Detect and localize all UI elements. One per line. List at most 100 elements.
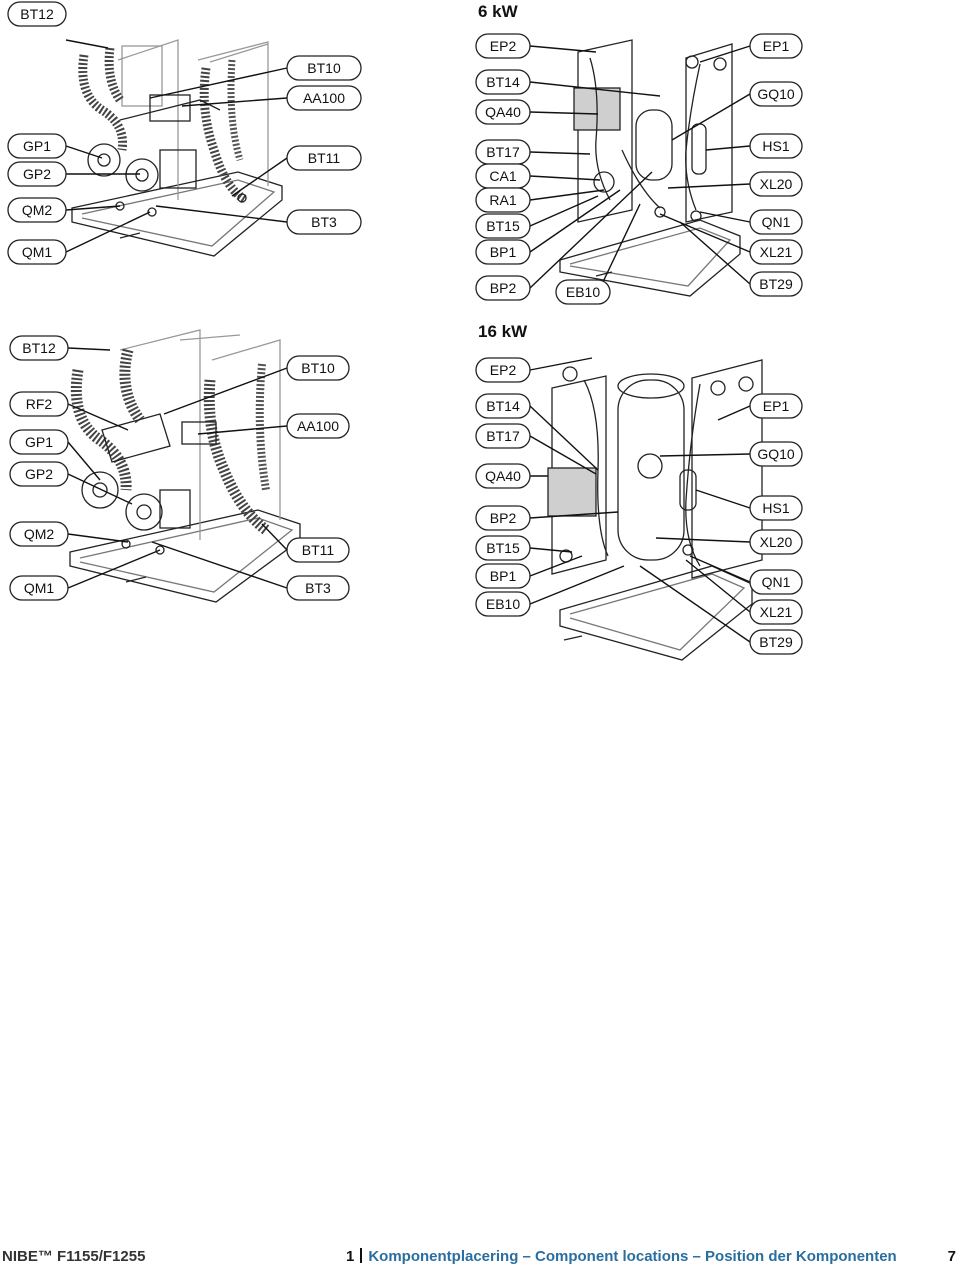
label-text: BT17 xyxy=(486,428,520,444)
label-text: EP1 xyxy=(763,398,790,414)
label-text: HS1 xyxy=(762,138,789,154)
label-text: XL20 xyxy=(760,176,793,192)
label-text: BT29 xyxy=(759,634,793,650)
label-text: CA1 xyxy=(489,168,516,184)
label-pill: BP1 xyxy=(475,563,531,589)
label-text: BT29 xyxy=(759,276,793,292)
label-text: BT10 xyxy=(307,60,341,76)
footer-divider xyxy=(360,1248,363,1263)
label-text: QN1 xyxy=(762,574,791,590)
label-text: QM1 xyxy=(22,244,53,260)
label-text: EB10 xyxy=(486,596,520,612)
label-pill: BP2 xyxy=(475,275,531,301)
label-text: BP1 xyxy=(490,244,517,260)
label-pill: EP1 xyxy=(749,33,803,59)
label-pill: RA1 xyxy=(475,187,531,213)
label-pill: BT17 xyxy=(475,139,531,165)
label-pill: QA40 xyxy=(475,463,531,489)
label-text: GQ10 xyxy=(757,86,795,102)
label-pill: HS1 xyxy=(749,133,803,159)
heading-6kw: 6 kW xyxy=(478,2,518,21)
label-text: QM2 xyxy=(24,526,55,542)
label-pill: GQ10 xyxy=(749,441,803,467)
label-pill: EP2 xyxy=(475,33,531,59)
label-text: RF2 xyxy=(26,396,53,412)
label-pill: AA100 xyxy=(286,85,362,111)
footer-chapter-title: Komponentplacering – Component locations… xyxy=(368,1248,897,1265)
label-text: BP1 xyxy=(490,568,517,584)
label-pill: EP2 xyxy=(475,357,531,383)
label-text: GP1 xyxy=(23,138,51,154)
label-text: GP2 xyxy=(25,466,53,482)
leader-lines xyxy=(65,39,751,643)
label-text: EB10 xyxy=(566,284,600,300)
label-text: BT12 xyxy=(22,340,56,356)
label-text: BT3 xyxy=(305,580,331,596)
label-pill: BT29 xyxy=(749,271,803,297)
label-pill: GP2 xyxy=(7,161,67,187)
label-pill: BT14 xyxy=(475,69,531,95)
label-text: QM2 xyxy=(22,202,53,218)
label-text: EP1 xyxy=(763,38,790,54)
label-pill: XL21 xyxy=(749,599,803,625)
label-pill: XL21 xyxy=(749,239,803,265)
label-pill: EP1 xyxy=(749,393,803,419)
label-pill: QM2 xyxy=(7,197,67,223)
label-pill: QM1 xyxy=(9,575,69,601)
label-text: BP2 xyxy=(490,510,517,526)
label-pill: GQ10 xyxy=(749,81,803,107)
label-text: AA100 xyxy=(297,418,339,434)
label-pill: GP1 xyxy=(9,429,69,455)
label-pill: BT12 xyxy=(7,1,67,27)
label-text: BT10 xyxy=(301,360,335,376)
label-text: EP2 xyxy=(490,38,517,54)
label-pill: CA1 xyxy=(475,163,531,189)
footer-brand: NIBE™ F1155/F1255 xyxy=(2,1248,146,1265)
label-text: BT12 xyxy=(20,6,54,22)
label-text: HS1 xyxy=(762,500,789,516)
label-pill: QN1 xyxy=(749,569,803,595)
label-text: XL21 xyxy=(760,244,793,260)
label-pill: QM1 xyxy=(7,239,67,265)
illustration-bottom-left xyxy=(69,329,301,603)
label-pill: RF2 xyxy=(9,391,69,417)
label-text: AA100 xyxy=(303,90,345,106)
label-pill: BT14 xyxy=(475,393,531,419)
label-text: BP2 xyxy=(490,280,517,296)
label-text: BT3 xyxy=(311,214,337,230)
label-pill: BT15 xyxy=(475,535,531,561)
illustration-top-left xyxy=(71,39,283,257)
label-pill: AA100 xyxy=(286,413,350,439)
label-text: BT14 xyxy=(486,398,520,414)
label-text: BT14 xyxy=(486,74,520,90)
label-pill: XL20 xyxy=(749,171,803,197)
label-text: BT15 xyxy=(486,540,520,556)
label-text: QM1 xyxy=(24,580,55,596)
footer-page-number: 7 xyxy=(947,1248,956,1265)
label-pill: BT10 xyxy=(286,55,362,81)
label-pill: BT3 xyxy=(286,209,362,235)
label-pill: BT17 xyxy=(475,423,531,449)
heading-16kw: 16 kW xyxy=(478,322,528,341)
component-location-diagrams: BT12 GP1 GP2 QM2 QM1 BT10 AA100 BT11 BT3… xyxy=(7,1,803,661)
label-pill: EB10 xyxy=(475,591,531,617)
label-pill: QA40 xyxy=(475,99,531,125)
label-pill: BT29 xyxy=(749,629,803,655)
label-pill: EB10 xyxy=(555,279,611,305)
label-pill: BT15 xyxy=(475,213,531,239)
label-text: QA40 xyxy=(485,104,521,120)
label-text: GP2 xyxy=(23,166,51,182)
label-pill: XL20 xyxy=(749,529,803,555)
label-text: XL20 xyxy=(760,534,793,550)
label-pill: BT12 xyxy=(9,335,69,361)
label-text: EP2 xyxy=(490,362,517,378)
label-text: BT11 xyxy=(302,542,335,558)
label-pill: QM2 xyxy=(9,521,69,547)
label-text: BT11 xyxy=(308,150,341,166)
label-text: GQ10 xyxy=(757,446,795,462)
label-pill: BT3 xyxy=(286,575,350,601)
illustration-bottom-right xyxy=(547,359,763,661)
label-pill: GP1 xyxy=(7,133,67,159)
